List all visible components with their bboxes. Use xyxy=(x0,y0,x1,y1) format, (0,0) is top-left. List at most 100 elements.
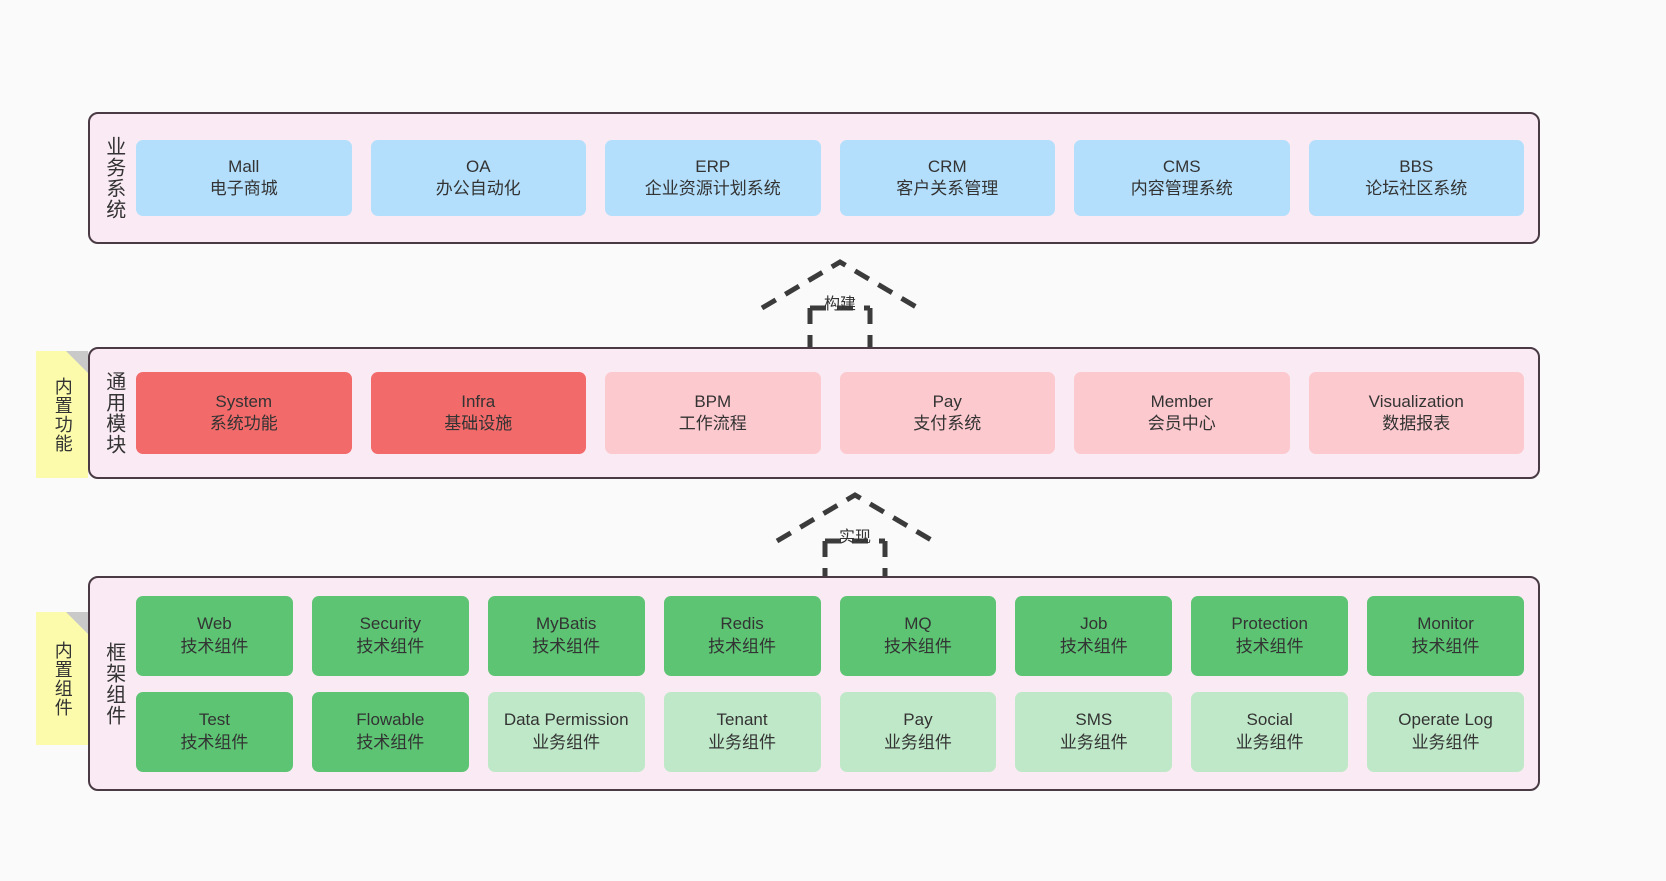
card-system[interactable]: System 系统功能 xyxy=(136,372,352,454)
layer-common-modules[interactable]: 通用模块 System 系统功能 Infra 基础设施 BPM 工作流程 Pay… xyxy=(88,347,1540,479)
card-subtitle: 业务组件 xyxy=(532,732,601,752)
card-title: Infra xyxy=(461,391,496,411)
card-subtitle: 支付系统 xyxy=(913,414,982,433)
layer-title-framework: 框架组件 xyxy=(102,641,125,726)
card-row: System 系统功能 Infra 基础设施 BPM 工作流程 Pay 支付系统… xyxy=(136,372,1524,454)
card-subtitle: 内容管理系统 xyxy=(1130,179,1233,198)
connector-build-arrow: 构建 xyxy=(760,256,920,352)
layer-title-common: 通用模块 xyxy=(102,371,125,455)
card-title: Monitor xyxy=(1417,614,1474,634)
card-protection[interactable]: Protection 技术组件 xyxy=(1191,595,1349,676)
card-infra[interactable]: Infra 基础设施 xyxy=(370,372,586,454)
card-title: MQ xyxy=(904,614,932,634)
sticky-note-label: 内置组件 xyxy=(52,640,73,717)
card-bpm[interactable]: BPM 工作流程 xyxy=(605,372,821,454)
card-title: Data Permission xyxy=(503,710,629,730)
card-title: MyBatis xyxy=(535,614,597,634)
card-subtitle: 企业资源计划系统 xyxy=(644,179,781,198)
layer-title-business: 业务系统 xyxy=(102,136,125,220)
card-subtitle: 业务组件 xyxy=(708,732,777,752)
card-subtitle: 技术组件 xyxy=(1059,636,1128,656)
card-title: Protection xyxy=(1231,614,1308,634)
card-data-permission[interactable]: Data Permission 业务组件 xyxy=(487,691,645,772)
card-erp[interactable]: ERP 企业资源计划系统 xyxy=(605,140,821,216)
card-pay[interactable]: Pay 支付系统 xyxy=(839,372,1055,454)
card-mq[interactable]: MQ 技术组件 xyxy=(839,595,997,676)
card-row: Web 技术组件 Security 技术组件 MyBatis 技术组件 Redi… xyxy=(136,595,1524,676)
card-crm[interactable]: CRM 客户关系管理 xyxy=(839,140,1055,216)
card-title: System xyxy=(215,391,273,411)
card-tenant[interactable]: Tenant 业务组件 xyxy=(663,691,821,772)
card-title: Social xyxy=(1246,710,1293,730)
card-cms[interactable]: CMS 内容管理系统 xyxy=(1074,140,1290,216)
card-subtitle: 技术组件 xyxy=(708,636,777,656)
layer-body-common: System 系统功能 Infra 基础设施 BPM 工作流程 Pay 支付系统… xyxy=(136,349,1538,477)
card-mall[interactable]: Mall 电子商城 xyxy=(136,140,352,216)
card-subtitle: 会员中心 xyxy=(1147,414,1216,433)
card-sms[interactable]: SMS 业务组件 xyxy=(1015,691,1173,772)
card-flowable[interactable]: Flowable 技术组件 xyxy=(311,691,469,772)
card-title: Visualization xyxy=(1368,391,1464,411)
sticky-note-builtin-features[interactable]: 内置功能 xyxy=(36,351,88,478)
dashed-generalization-arrow-icon xyxy=(760,259,920,352)
card-title: Web xyxy=(197,614,232,634)
card-subtitle: 数据报表 xyxy=(1382,414,1451,433)
layer-framework-components[interactable]: 框架组件 Web 技术组件 Security 技术组件 MyBatis 技术组件… xyxy=(88,576,1540,791)
card-subtitle: 系统功能 xyxy=(209,414,278,433)
card-title: SMS xyxy=(1075,710,1113,730)
card-subtitle: 技术组件 xyxy=(1411,636,1480,656)
card-subtitle: 技术组件 xyxy=(532,636,601,656)
card-subtitle: 工作流程 xyxy=(678,414,747,433)
card-title: BPM xyxy=(694,391,732,411)
card-subtitle: 技术组件 xyxy=(180,732,249,752)
card-test[interactable]: Test 技术组件 xyxy=(136,691,293,772)
card-title: ERP xyxy=(695,156,731,176)
card-title: Mall xyxy=(228,156,260,176)
card-subtitle: 业务组件 xyxy=(883,732,952,752)
card-title: Tenant xyxy=(716,710,768,730)
card-subtitle: 业务组件 xyxy=(1059,732,1128,752)
card-subtitle: 业务组件 xyxy=(1235,732,1304,752)
layer-business-systems[interactable]: 业务系统 Mall 电子商城 OA 办公自动化 ERP 企业资源计划系统 CRM… xyxy=(88,112,1540,244)
card-row: Mall 电子商城 OA 办公自动化 ERP 企业资源计划系统 CRM 客户关系… xyxy=(136,140,1524,216)
card-mybatis[interactable]: MyBatis 技术组件 xyxy=(487,595,645,676)
sticky-note-label: 内置功能 xyxy=(52,376,73,453)
card-social[interactable]: Social 业务组件 xyxy=(1191,691,1349,772)
card-web[interactable]: Web 技术组件 xyxy=(136,595,293,676)
card-operate-log[interactable]: Operate Log 业务组件 xyxy=(1367,691,1524,772)
card-title: Job xyxy=(1080,614,1108,634)
card-member[interactable]: Member 会员中心 xyxy=(1074,372,1290,454)
connector-implement-arrow: 实现 xyxy=(775,489,935,585)
card-title: CMS xyxy=(1162,156,1201,176)
card-title: Flowable xyxy=(356,710,425,730)
card-job[interactable]: Job 技术组件 xyxy=(1015,595,1173,676)
card-subtitle: 技术组件 xyxy=(356,636,425,656)
card-subtitle: 论坛社区系统 xyxy=(1365,179,1468,198)
card-subtitle: 办公自动化 xyxy=(435,179,521,198)
card-title: Operate Log xyxy=(1398,710,1493,730)
card-row: Test 技术组件 Flowable 技术组件 Data Permission … xyxy=(136,691,1524,772)
card-subtitle: 技术组件 xyxy=(356,732,425,752)
layer-body-business: Mall 电子商城 OA 办公自动化 ERP 企业资源计划系统 CRM 客户关系… xyxy=(136,114,1538,242)
sticky-note-builtin-components[interactable]: 内置组件 xyxy=(36,612,88,745)
dashed-generalization-arrow-icon xyxy=(775,492,935,585)
card-title: BBS xyxy=(1399,156,1434,176)
card-pay-business[interactable]: Pay 业务组件 xyxy=(839,691,997,772)
sticky-fold-corner-icon xyxy=(66,351,88,373)
card-oa[interactable]: OA 办公自动化 xyxy=(370,140,586,216)
card-subtitle: 客户关系管理 xyxy=(896,179,999,198)
card-title: CRM xyxy=(927,156,967,176)
card-security[interactable]: Security 技术组件 xyxy=(311,595,469,676)
card-redis[interactable]: Redis 技术组件 xyxy=(663,595,821,676)
card-monitor[interactable]: Monitor 技术组件 xyxy=(1367,595,1524,676)
card-bbs[interactable]: BBS 论坛社区系统 xyxy=(1308,140,1524,216)
card-subtitle: 技术组件 xyxy=(180,636,249,656)
card-visualization[interactable]: Visualization 数据报表 xyxy=(1308,372,1524,454)
card-subtitle: 技术组件 xyxy=(1235,636,1304,656)
card-title: Test xyxy=(198,710,231,730)
card-subtitle: 业务组件 xyxy=(1411,732,1480,752)
layer-body-framework: Web 技术组件 Security 技术组件 MyBatis 技术组件 Redi… xyxy=(136,578,1538,789)
card-subtitle: 电子商城 xyxy=(209,179,278,198)
card-title: Pay xyxy=(903,710,933,730)
